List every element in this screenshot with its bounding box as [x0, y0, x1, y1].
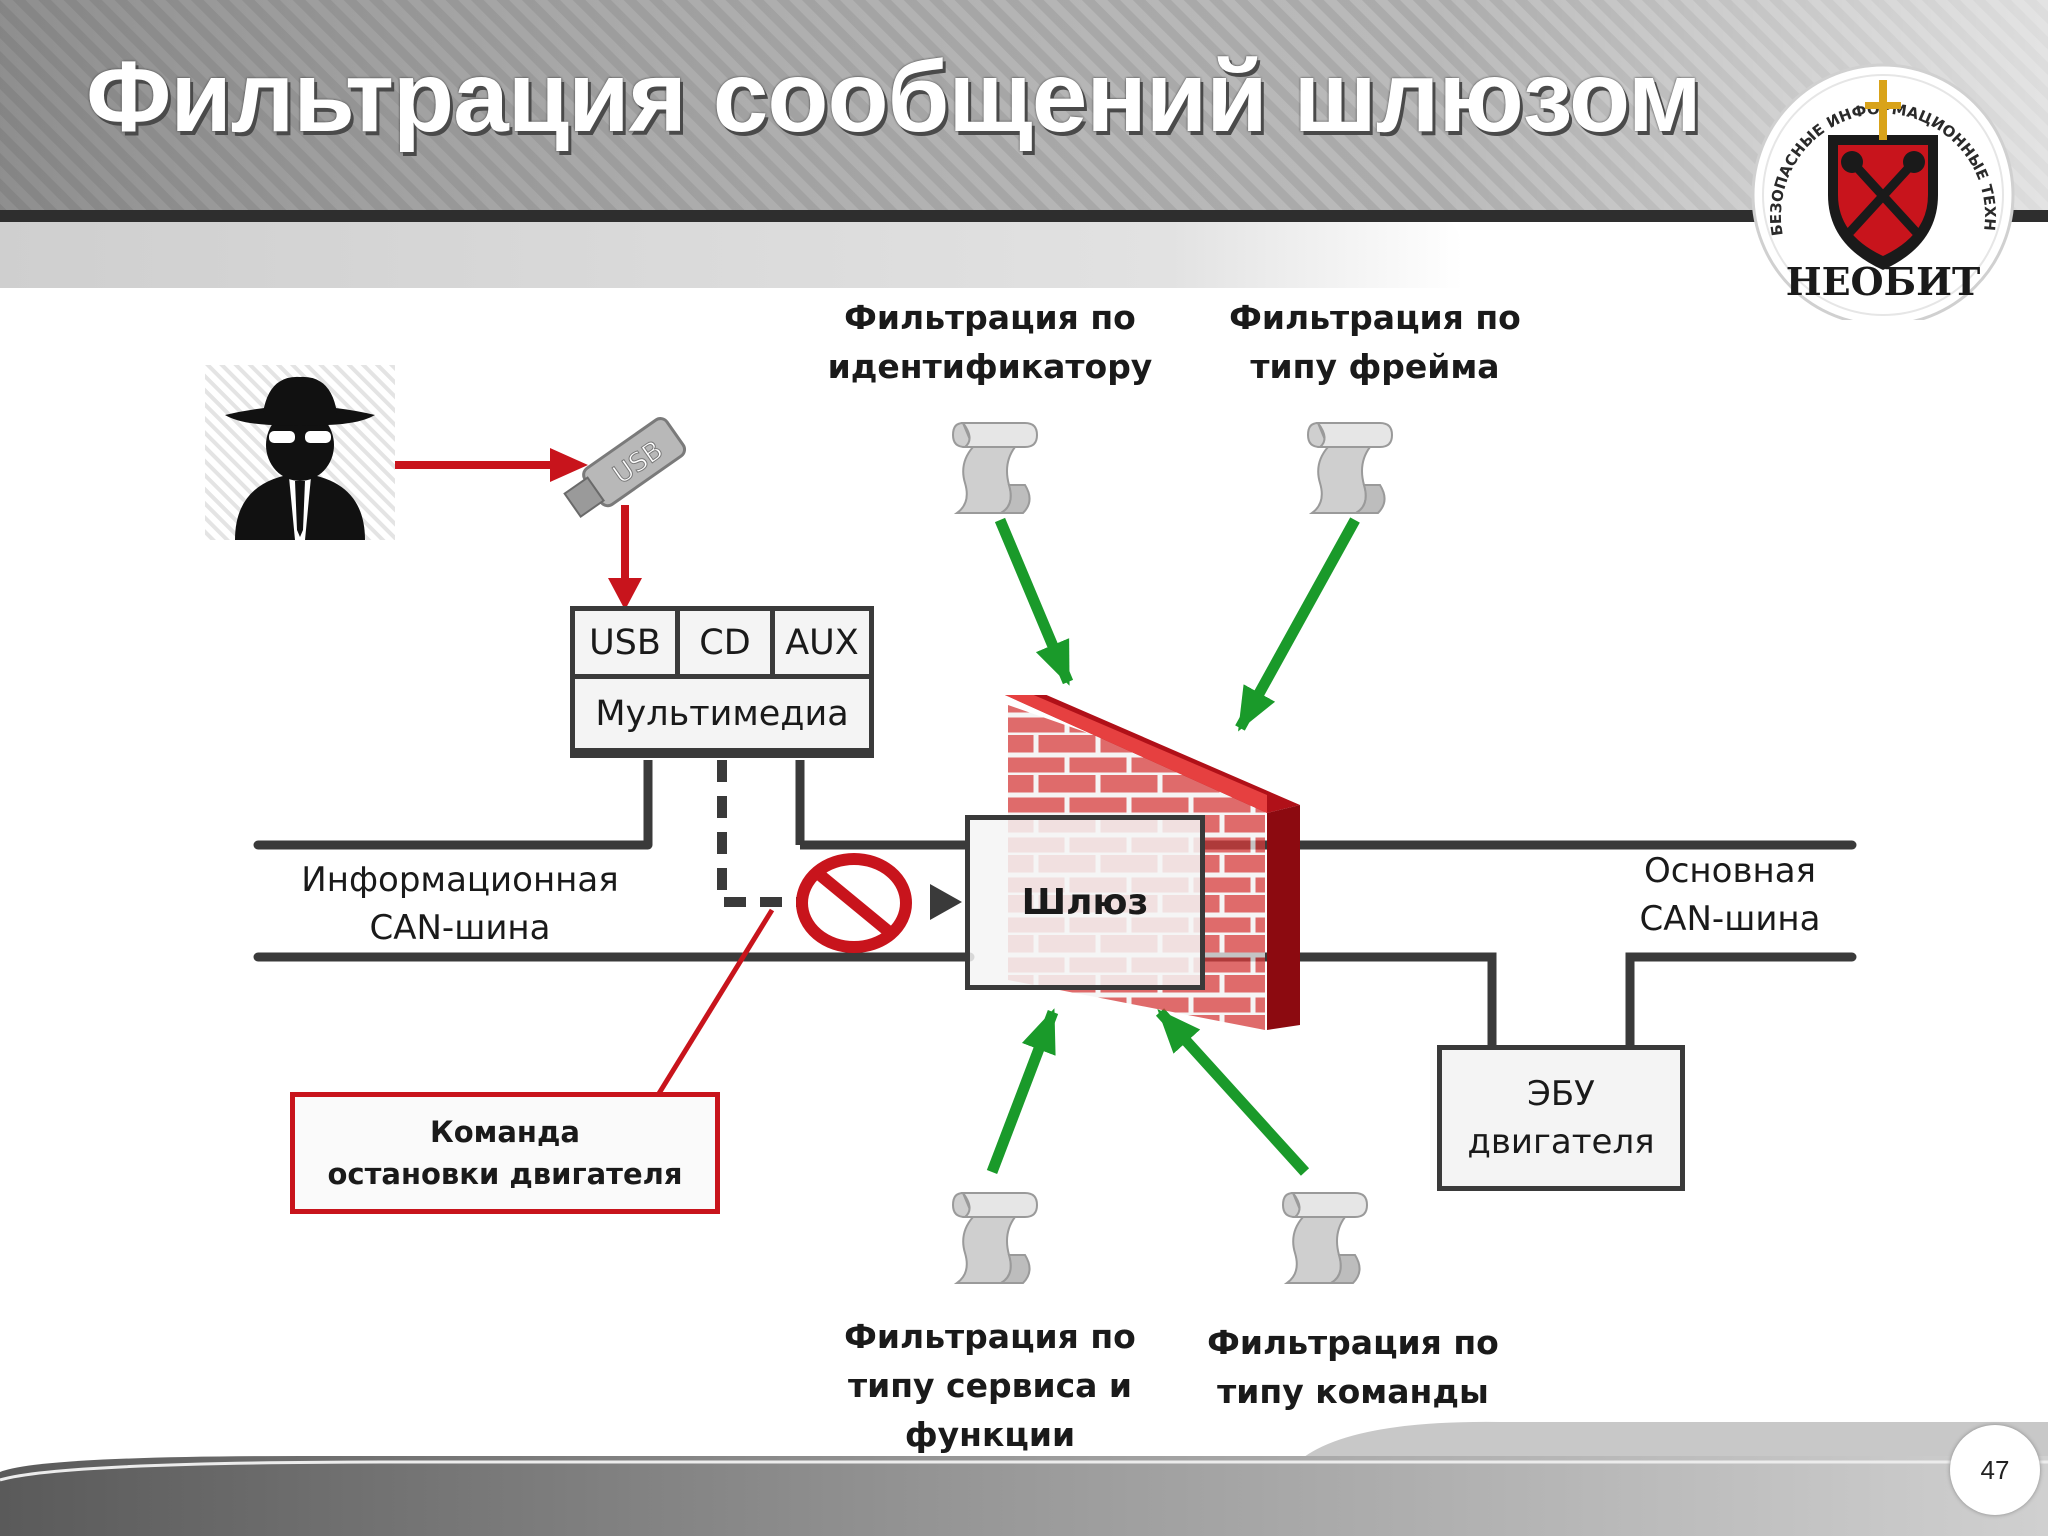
stop-command-callout-line: [655, 908, 775, 1097]
filter-id-line2: идентификатору: [827, 347, 1153, 386]
scroll-icon-id: [951, 421, 1039, 514]
main-bus-label-line1: Основная: [1643, 851, 1817, 891]
filter-frame-line1: Фильтрация по: [1229, 298, 1521, 337]
page-number: 47: [1950, 1425, 2040, 1515]
stop-command-box: Команда остановки двигателя: [290, 1092, 720, 1214]
main-can-bus: [1200, 840, 1857, 1055]
info-can-bus: [253, 760, 975, 962]
filter-command-label: Фильтрация по типу команды: [1163, 1318, 1543, 1416]
filter-service-line3: функции: [904, 1415, 1076, 1454]
filter-frame-label: Фильтрация по типу фрейма: [1185, 293, 1565, 391]
filter-frame-line2: типу фрейма: [1250, 347, 1500, 386]
filter-command-arrow: [1155, 1008, 1310, 1176]
header-band: [0, 0, 2048, 288]
filter-service-label: Фильтрация по типу сервиса и функции: [800, 1312, 1180, 1459]
slot-aux: AUX: [775, 611, 869, 674]
main-bus-label-line2: CAN-шина: [1639, 899, 1821, 939]
slot-cd: CD: [680, 611, 770, 674]
info-bus-label-line2: CAN-шина: [369, 908, 551, 948]
gateway-box: Шлюз: [965, 815, 1205, 990]
info-bus-label: Информационная CAN-шина: [270, 856, 650, 952]
filter-service-line2: типу сервиса и: [847, 1366, 1133, 1405]
slot-usb: USB: [575, 611, 675, 674]
ecu-label-line2: двигателя: [1467, 1122, 1655, 1162]
filter-id-line1: Фильтрация по: [844, 298, 1136, 337]
info-bus-label-line1: Информационная: [301, 860, 619, 900]
scroll-icon-frame: [1306, 421, 1394, 514]
stop-command-line1: Команда: [430, 1115, 580, 1149]
no-entry-icon: [796, 853, 912, 953]
ecu-box: ЭБУ двигателя: [1437, 1045, 1685, 1191]
filter-service-line1: Фильтрация по: [844, 1317, 1136, 1356]
multimedia-label: Мультимедиа: [575, 679, 869, 748]
usb-stick-icon: USB: [563, 417, 687, 519]
filter-command-line2: типу команды: [1217, 1372, 1489, 1411]
main-bus-label: Основная CAN-шина: [1600, 847, 1860, 943]
scroll-icon-service: [951, 1191, 1039, 1284]
slide-title: Фильтрация сообщений шлюзом: [86, 41, 1702, 153]
attacker-icon: [205, 365, 395, 540]
neobit-logo: НОВЫЕ БЕЗОПАСНЫЕ ИНФОРМАЦИОННЫЕ ТЕХНОЛОГ…: [1740, 50, 2015, 320]
footer-band: [0, 1421, 2048, 1536]
filter-frame-arrow: [1235, 517, 1360, 732]
logo-brand: НЕОБИТ: [1786, 259, 1981, 304]
gateway-label: Шлюз: [1021, 882, 1149, 923]
scroll-icon-command: [1281, 1191, 1369, 1284]
filter-id-label: Фильтрация по идентификатору: [800, 293, 1180, 391]
stop-command-line2: остановки двигателя: [327, 1157, 683, 1191]
filter-id-arrow: [994, 517, 1074, 686]
multimedia-unit: USB CD AUX Мультимедиа: [570, 606, 874, 758]
filter-command-line1: Фильтрация по: [1207, 1323, 1499, 1362]
filter-service-arrow: [986, 1008, 1059, 1174]
blocked-message-arrowhead: [930, 884, 962, 920]
ecu-label-line1: ЭБУ: [1527, 1074, 1595, 1114]
